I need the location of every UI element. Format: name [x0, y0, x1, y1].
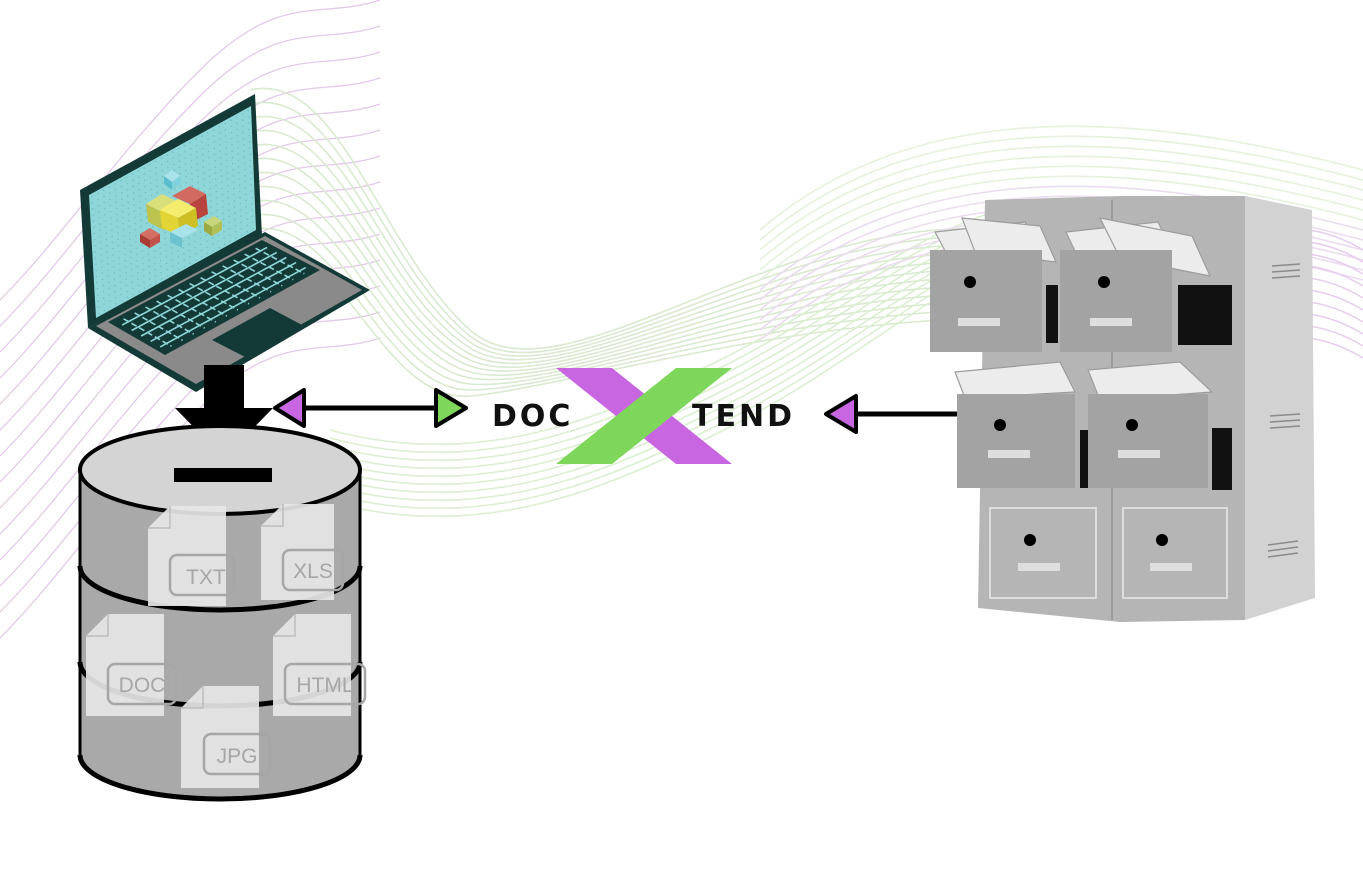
file-label-xls: XLS	[293, 560, 333, 583]
logo-text-tend: TEND	[692, 399, 795, 434]
laptop-icon	[80, 94, 370, 392]
database-icon: TXT XLS DOC HTML JPG	[77, 424, 367, 802]
file-label-doc: DOC	[119, 674, 166, 697]
file-icon-doc: DOC	[86, 614, 178, 716]
bidirectional-arrow-icon-left	[273, 388, 468, 428]
docxtend-logo: DOC TEND	[492, 368, 795, 464]
file-icon-txt: TXT	[148, 506, 236, 606]
file-icon-jpg: JPG	[181, 686, 272, 788]
file-cabinet-icon	[930, 196, 1315, 622]
file-icon-xls: XLS	[261, 504, 345, 600]
logo-text-doc: DOC	[492, 399, 573, 434]
file-label-jpg: JPG	[217, 745, 258, 768]
file-label-html: HTML	[296, 674, 353, 697]
file-label-txt: TXT	[186, 566, 226, 589]
file-icon-html: HTML	[273, 614, 367, 716]
